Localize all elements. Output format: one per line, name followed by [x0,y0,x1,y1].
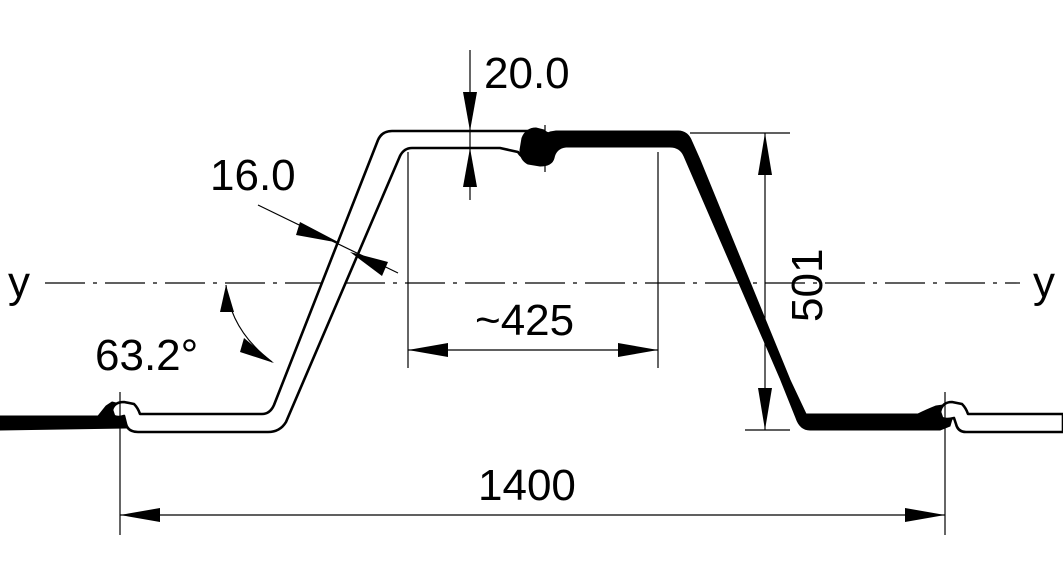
flange-width-label: ~425 [475,296,574,345]
height-label: 501 [783,249,832,322]
arrow-right [618,343,658,357]
arrow-right [905,508,945,522]
axis-label-right: y [1033,258,1055,307]
arrow [240,338,274,363]
arrow-down [463,92,477,131]
web-angle-label: 63.2° [95,331,198,380]
arrow-up [463,148,477,187]
right-neighbor-pile [938,400,1063,434]
arrow-left [408,343,448,357]
web-thickness-label: 16.0 [210,151,296,200]
arrow-left [120,508,160,522]
outline-pile-section [110,129,546,434]
left-neighbor-pile [0,401,131,431]
arrow [350,252,388,276]
arrow [296,222,340,243]
flange-thickness-label: 20.0 [484,49,570,98]
solid-pile-section [519,127,955,431]
arrow-up [758,133,772,175]
arrow-down [758,388,772,430]
axis-label-left: y [8,258,30,307]
arrow-up [220,285,234,312]
system-width-label: 1400 [478,461,576,510]
